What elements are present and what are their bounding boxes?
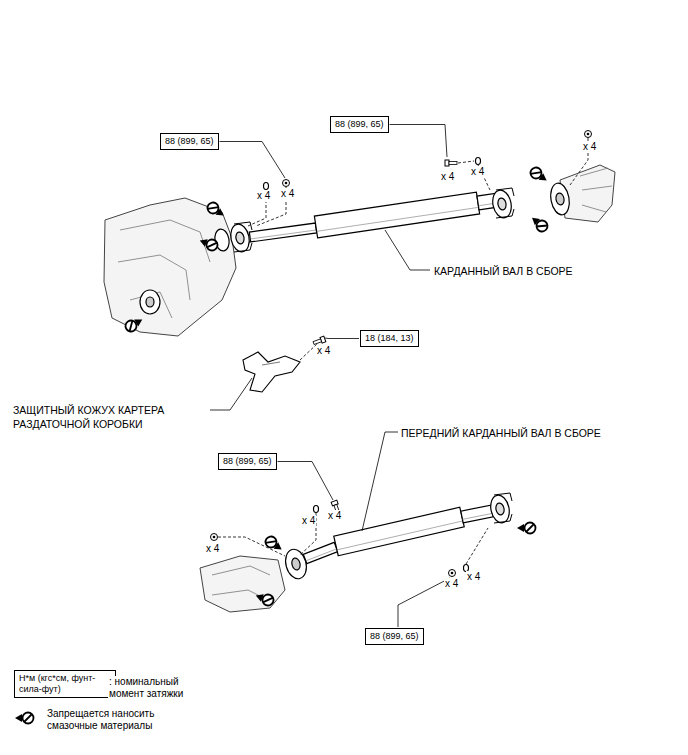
front-shaft-tube-shade [337,521,463,550]
nut-hole [285,182,288,185]
torque-box: 88 (899, 65) [160,133,219,150]
front-shaft-yoke-ear [494,493,512,501]
front-differential [200,556,285,612]
washer [314,506,319,513]
front-shaft-flange-hub [291,557,302,571]
quantity-label: x 4 [582,141,597,153]
leader-line [362,432,398,531]
torque-box: 18 (184, 13) [360,330,419,347]
shaft-tube-shade [317,207,479,231]
washer [476,158,481,165]
front-shaft-tube [334,507,464,555]
nut [283,180,290,187]
dash-line [466,528,488,564]
leader-line [220,142,285,179]
diff-fin [582,205,606,212]
leader-line [278,462,333,501]
no-grease-symbol [254,590,275,607]
diff-fin [580,168,608,176]
torque-box: 88 (899, 65) [218,453,277,470]
washer [264,183,269,190]
front-yoke-hub [235,231,245,244]
rear-yoke-hub [497,197,507,210]
rear-yoke [490,188,513,219]
nut-hole [451,572,454,575]
front-shaft-joint-shade [462,513,492,519]
no-grease-symbol [198,235,219,252]
rear-diff-flange [548,182,571,217]
torque-value: 88 (899, 65) [370,631,419,642]
front-yoke-ear [234,243,252,252]
torque-box: 88 (899, 65) [365,628,424,645]
torque-value: 88 (899, 65) [165,136,214,147]
shaft-tube [314,192,479,238]
legend-text: Запрещается наносить смазочные материалы [46,708,188,732]
quantity-label: x 4 [327,510,342,522]
no-grease-symbol [517,523,536,534]
rear-yoke-ear [496,209,514,218]
leader-line [204,378,252,410]
shield-edge [262,362,280,365]
legend-text: : номинальный момент затяжки [108,676,210,700]
shaft-neck-shade [250,230,316,239]
diff-fin [582,186,612,190]
transfer-output-hub [146,297,154,307]
torque-value: 88 (899, 65) [223,456,272,467]
part-name: ПЕРЕДНИЙ КАРДАННЫЙ ВАЛ В СБОРЕ [400,426,602,440]
leader-line [398,578,450,627]
quantity-label: x 4 [316,345,331,357]
front-shaft-yoke-ear [494,514,512,523]
no-grease-symbol [205,200,226,220]
rear-yoke-ear [496,188,514,196]
no-grease-symbol [123,315,145,334]
quantity-label: x 4 [280,188,295,200]
front-yoke [228,222,251,253]
no-grease-symbol [529,213,550,233]
torque-box: 88 (899, 65) [330,116,389,133]
part-name: ЗАЩИТНЫЙ КОЖУХ КАРТЕРА РАЗДАТОЧНОЙ КОРОБ… [12,403,210,431]
quantity-label: x 4 [256,190,271,202]
quantity-label: x 4 [440,171,455,183]
nut-hole [587,133,590,136]
torque-value: 18 (184, 13) [365,333,414,344]
front-shaft-joint [461,505,493,523]
transfer-case-rib [120,220,210,262]
shield [243,352,300,392]
bolt [445,160,457,166]
shaft-neck [249,223,316,242]
transfer-output-front [140,290,160,314]
front-shaft-neck-shade [306,549,337,561]
quantity-label: x 4 [301,515,316,527]
rear-diff-flange-hub [555,192,565,205]
leader-line [385,230,430,270]
quantity-label: x 4 [205,543,220,555]
nut-hole [213,536,216,539]
quantity-label: x 4 [470,166,485,178]
nut [585,131,592,138]
front-shaft-flange [282,547,309,581]
front-shaft-yoke [488,493,511,524]
front-yoke-ear [234,222,252,230]
transfer-case [104,198,236,336]
quantity-label: x 4 [466,571,481,583]
leader-line [325,338,359,340]
no-grease-symbol [263,534,284,554]
torque-value: 88 (899, 65) [335,119,384,130]
unit-box: Н*м (кгс*см, фунт-сила-фут) [14,670,116,698]
no-grease-symbol [528,165,549,185]
front-shaft-yoke-hub [495,502,505,515]
legend-symbol [15,713,34,724]
part-name: КАРДАННЫЙ ВАЛ В СБОРЕ [433,264,574,278]
torque-value: Н*м (кгс*см, фунт-сила-фут) [19,673,111,695]
quantity-label: x 4 [444,578,459,590]
nut [211,534,218,541]
front-shaft-neck [303,542,338,563]
dash-line [458,161,474,163]
leader-line [390,125,447,158]
nut [449,570,456,577]
front-diff-rib [212,566,270,575]
dash-line [300,513,316,555]
